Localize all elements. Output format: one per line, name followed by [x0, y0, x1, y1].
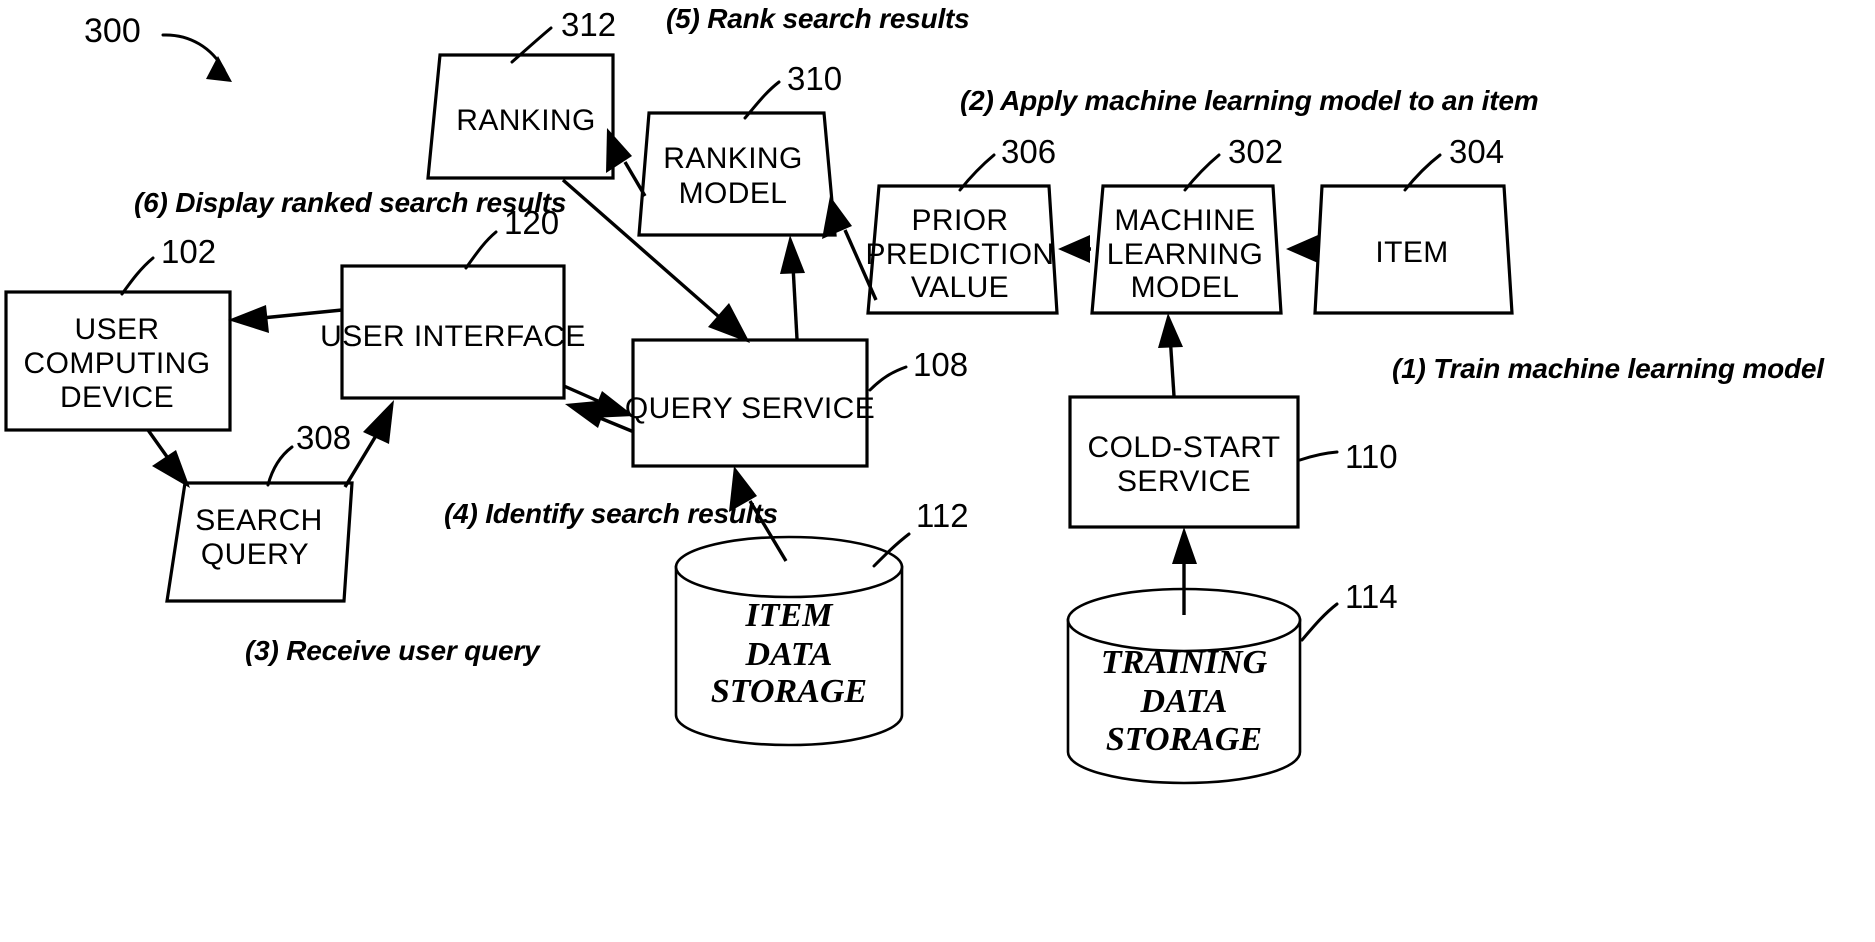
node-ml-model-label-line3: MODEL [1131, 271, 1240, 304]
node-user-device-label-line1: USER [75, 313, 160, 346]
ref-number-search-query: 308 [296, 419, 351, 456]
arrow-ranking-model-to-ranking [606, 128, 647, 197]
node-search-query-shape [165, 481, 354, 603]
step-label-3: (3) Receive user query [245, 635, 541, 666]
node-search-query-label-line2: QUERY [201, 538, 309, 571]
arrow-item-storage-to-query-service [729, 466, 788, 562]
leader-ml-model [1183, 153, 1221, 192]
node-query-service[interactable] [631, 338, 869, 468]
node-training-data-storage[interactable] [1066, 587, 1302, 785]
node-item-label: ITEM [1375, 236, 1448, 269]
leader-cold-start [1298, 450, 1339, 462]
step-label-1: (1) Train machine learning model [1392, 353, 1825, 384]
arrow-search-query-to-user-interface [343, 400, 394, 488]
node-training-storage-label-line2: DATA [1140, 683, 1228, 720]
node-prior-prediction-label-line1: PRIOR [911, 204, 1008, 237]
node-training-storage-label-line1: TRAINING [1101, 644, 1268, 681]
leader-prior-prediction [958, 153, 996, 192]
arrow-cold-start-to-ml-model [1158, 313, 1183, 397]
step-label-2: (2) Apply machine learning model to an i… [960, 85, 1538, 116]
arrow-prior-prediction-to-ranking-model [822, 196, 878, 301]
arrow-user-device-to-search-query [146, 429, 190, 488]
node-user-interface-label: USER INTERFACE [320, 320, 586, 353]
node-item-storage-label-line2: DATA [745, 636, 833, 673]
arrow-query-service-to-ranking-model [780, 235, 805, 340]
ref-number-user-interface: 120 [504, 204, 559, 241]
leader-user-interface [464, 230, 498, 270]
ref-number-ml-model: 302 [1228, 133, 1283, 170]
node-search-query-label-line1: SEARCH [195, 504, 322, 537]
arrow-user-interface-to-query-service [563, 384, 634, 418]
node-item[interactable] [1313, 184, 1514, 315]
node-item-data-storage-top [674, 535, 904, 599]
node-prior-prediction-value[interactable] [866, 184, 1059, 315]
node-prior-prediction-label-line2: PREDICTION [865, 238, 1054, 271]
node-user-device-label-line2: COMPUTING [24, 347, 211, 380]
node-ml-model-label-line1: MACHINE [1114, 204, 1255, 237]
node-user-device-label-line3: DEVICE [60, 381, 174, 414]
figure-callout [161, 33, 232, 82]
ref-number-training-storage: 114 [1345, 578, 1398, 615]
ref-number-prior-prediction: 306 [1001, 133, 1056, 170]
node-query-service-shape [631, 338, 869, 468]
ref-number-ranking-model: 310 [787, 60, 842, 97]
node-user-interface[interactable] [340, 264, 566, 400]
arrow-item-to-ml-model [1286, 235, 1318, 263]
node-user-computing-device[interactable] [4, 290, 232, 432]
node-prior-prediction-label-line3: VALUE [911, 271, 1009, 304]
leader-search-query [266, 445, 294, 487]
node-item-storage-label-line3: STORAGE [711, 673, 867, 710]
node-cold-start-service[interactable] [1068, 395, 1300, 529]
node-user-interface-shape [340, 264, 566, 400]
arrow-training-storage-to-cold-start [1172, 527, 1197, 615]
node-cold-start-label-line2: SERVICE [1117, 465, 1251, 498]
node-ranking-shape [426, 53, 615, 180]
leader-query-service [868, 365, 908, 392]
node-ranking-label: RANKING [456, 104, 596, 137]
leader-ranking-model [743, 80, 781, 120]
leader-user-device [120, 256, 155, 296]
node-ranking[interactable] [426, 53, 615, 180]
node-item-shape [1313, 184, 1514, 315]
ref-number-cold-start: 110 [1345, 438, 1398, 475]
node-item-data-storage[interactable] [674, 535, 904, 747]
node-item-storage-label-line1: ITEM [745, 597, 835, 634]
leader-training-storage [1300, 602, 1339, 642]
node-item-data-storage-body [674, 565, 904, 747]
arrow-ranking-to-query-service [561, 178, 750, 343]
step-label-4: (4) Identify search results [444, 498, 778, 529]
ref-number-item: 304 [1449, 133, 1504, 170]
figure-number: 300 [84, 12, 141, 50]
ref-number-item-storage: 112 [916, 497, 969, 534]
step-label-5: (5) Rank search results [666, 3, 970, 34]
ref-number-query-service: 108 [913, 346, 968, 383]
node-training-data-storage-body [1066, 618, 1302, 785]
node-cold-start-label-line1: COLD-START [1088, 431, 1281, 464]
node-training-storage-label-line3: STORAGE [1106, 721, 1262, 758]
node-search-query[interactable] [165, 481, 354, 603]
step-label-6: (6) Display ranked search results [134, 187, 566, 218]
leader-ranking [510, 26, 553, 64]
node-ranking-model-label-line2: MODEL [679, 177, 788, 210]
ref-number-ranking: 312 [561, 6, 616, 43]
leader-item [1403, 153, 1442, 192]
node-query-service-label: QUERY SERVICE [625, 392, 875, 425]
node-ranking-model-label-line1: RANKING [663, 142, 803, 175]
node-machine-learning-model[interactable] [1090, 184, 1283, 315]
arrow-user-interface-to-user-device [228, 305, 343, 333]
node-ml-model-label-line2: LEARNING [1107, 238, 1264, 271]
node-cold-start-service-shape [1068, 395, 1300, 529]
leader-item-storage [872, 532, 911, 568]
node-machine-learning-model-shape [1090, 184, 1283, 315]
node-prior-prediction-value-shape [866, 184, 1059, 315]
node-user-computing-device-shape [4, 290, 232, 432]
arrow-ml-model-to-prior-prediction [1058, 235, 1091, 263]
ref-number-user-device: 102 [161, 233, 216, 270]
figure-leader-arrowhead [206, 56, 232, 82]
